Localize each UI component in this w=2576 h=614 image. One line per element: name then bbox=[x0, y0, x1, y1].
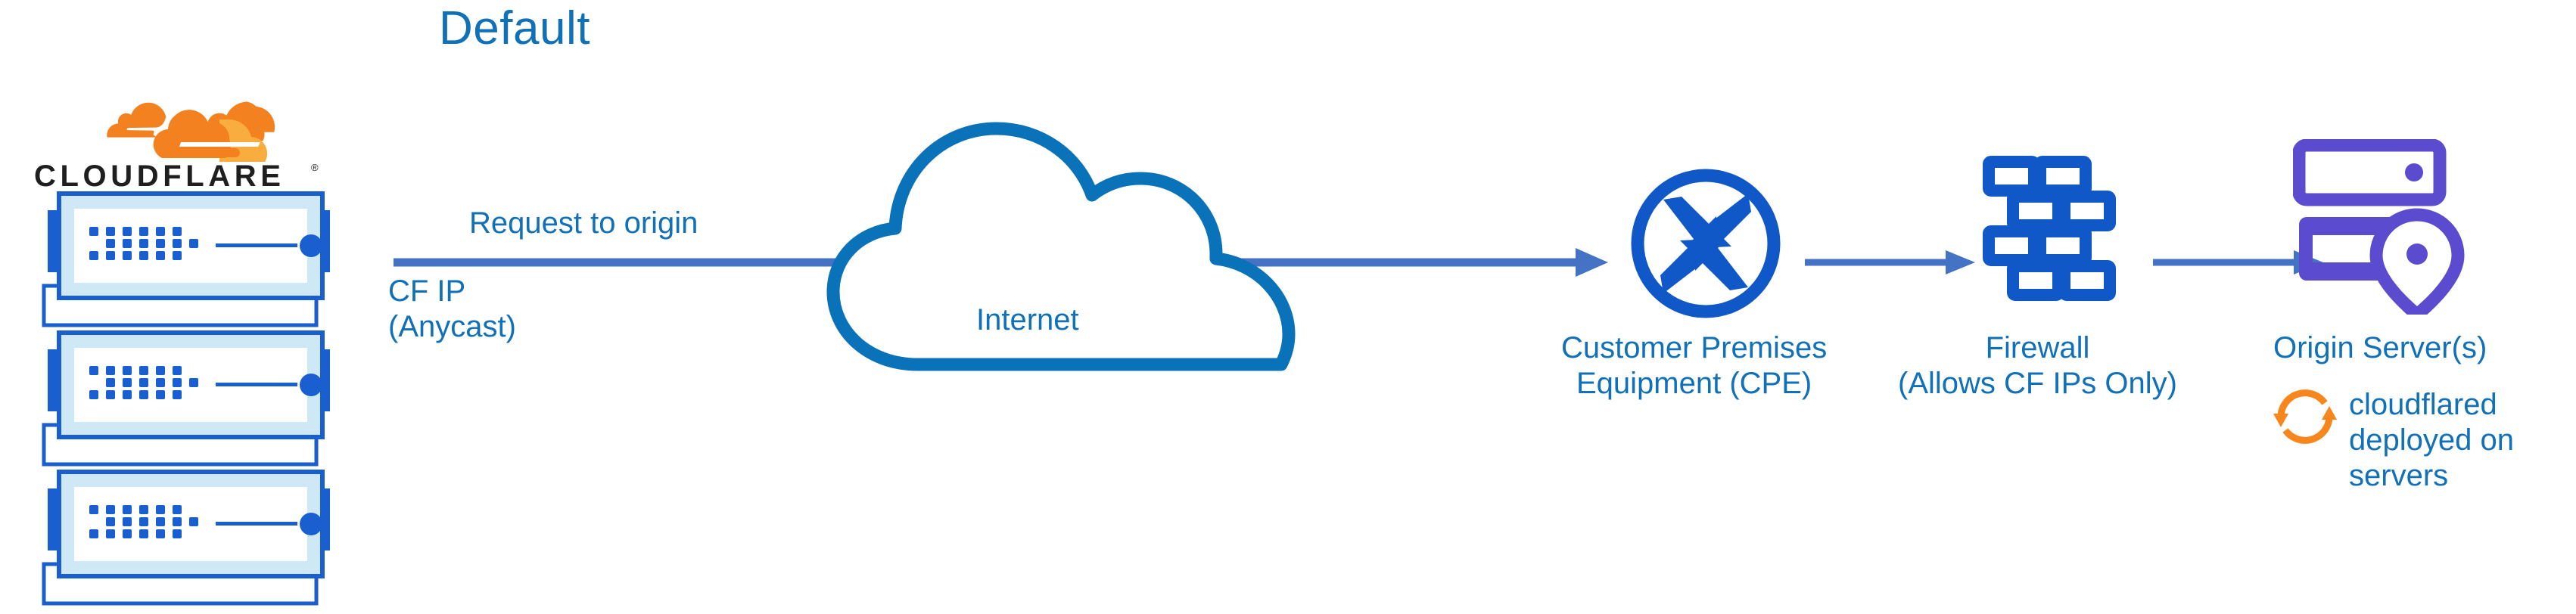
server-status-line bbox=[216, 522, 297, 526]
cloudflare-cloud-glyph bbox=[153, 110, 268, 162]
edge-server-unit bbox=[23, 327, 356, 478]
label-origin-servers: Origin Server(s) bbox=[2273, 331, 2487, 364]
server-status-line bbox=[216, 243, 297, 247]
cloud-icon-internet bbox=[821, 106, 1305, 372]
sync-arrows-icon bbox=[2270, 382, 2340, 451]
edge-server-unit bbox=[23, 188, 356, 339]
server-status-light bbox=[300, 513, 322, 535]
server-status-light bbox=[300, 234, 322, 257]
label-cloudflared-deployed: cloudflared deployed on servers bbox=[2349, 388, 2514, 493]
label-cf-ip-anycast: CF IP (Anycast) bbox=[388, 274, 516, 344]
server-rack-with-location-pin-icon bbox=[2293, 139, 2473, 315]
server-vent-dots bbox=[89, 366, 198, 399]
label-request-to-origin: Request to origin bbox=[469, 206, 698, 240]
brick-wall-icon bbox=[1977, 151, 2122, 319]
four-arrows-glyph bbox=[1660, 194, 1751, 293]
edge-server-unit bbox=[23, 466, 356, 614]
server-status-light bbox=[300, 374, 322, 396]
server-vent-dots bbox=[89, 227, 198, 260]
arrow-right-icon-cpe-to-firewall bbox=[1805, 247, 1975, 278]
label-internet: Internet bbox=[976, 303, 1079, 336]
server-status-line bbox=[216, 383, 297, 386]
cloudflare-logo: CLOUDFLARE ® bbox=[34, 97, 337, 189]
server-led bbox=[2405, 163, 2423, 181]
router-four-arrows-icon bbox=[1627, 165, 1784, 322]
registered-trademark-mark: ® bbox=[311, 162, 319, 173]
page-title: Default bbox=[439, 2, 590, 54]
label-firewall: Firewall (Allows CF IPs Only) bbox=[1898, 331, 2177, 401]
cloudflare-wordmark: CLOUDFLARE bbox=[34, 160, 285, 189]
label-customer-premises-equipment: Customer Premises Equipment (CPE) bbox=[1561, 331, 1828, 401]
location-pin-dot bbox=[2406, 243, 2428, 265]
server-vent-dots bbox=[89, 505, 198, 538]
